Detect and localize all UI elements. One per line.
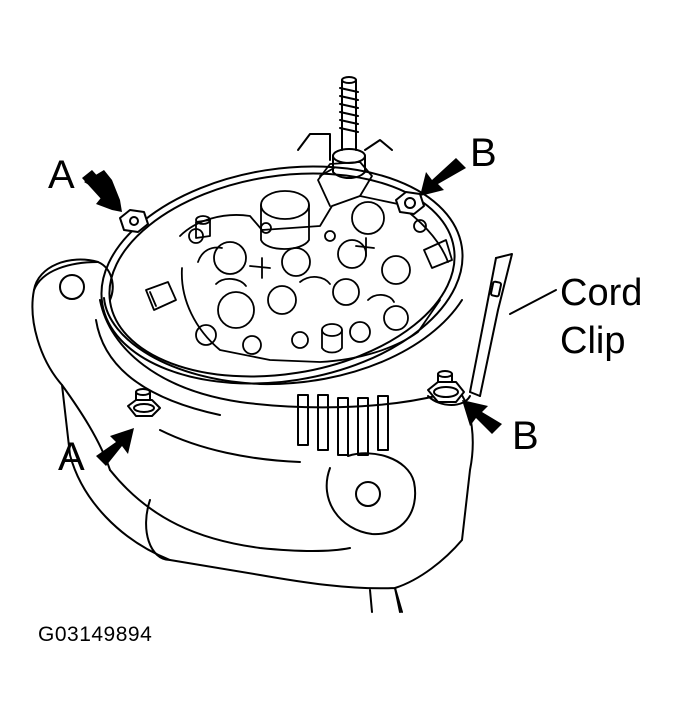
- bolt-a-upper: [119, 209, 149, 233]
- label-b-lower: B: [512, 414, 539, 458]
- bolt-a-lower: [127, 388, 161, 417]
- label-a-lower: A: [58, 435, 85, 479]
- rectifier-cover-plate: [100, 165, 464, 386]
- alternator-housing: [31, 258, 474, 613]
- arrow-b-upper: [420, 158, 466, 196]
- bolt-b-lower: [427, 370, 471, 406]
- cord-clip: [469, 253, 513, 397]
- terminal-stud: [297, 76, 393, 179]
- arrow-a-upper: [82, 170, 122, 212]
- label-b-upper: B: [470, 131, 497, 175]
- arrow-b-lower: [462, 400, 502, 434]
- bolt-b-upper: [395, 191, 425, 215]
- rectifier-assembly: [145, 161, 453, 363]
- cord-clip-leader: [509, 289, 557, 315]
- label-a-upper: A: [48, 153, 75, 197]
- label-cord: Cord: [560, 272, 643, 314]
- label-clip: Clip: [560, 320, 626, 362]
- arrow-a-lower: [96, 428, 134, 466]
- figure-code: G03149894: [38, 623, 153, 646]
